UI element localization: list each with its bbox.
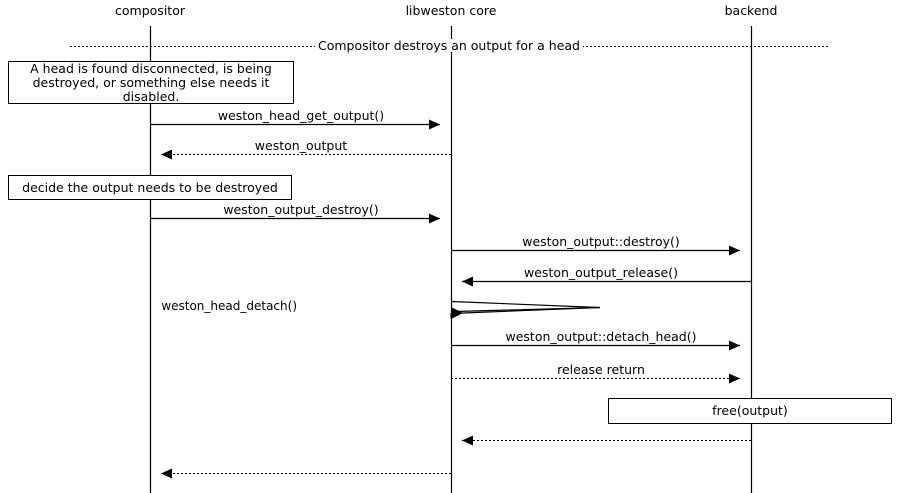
note-head-disconnected-text: A head is found disconnected, is being d…	[30, 60, 272, 104]
note-head-disconnected: A head is found disconnected, is being d…	[8, 61, 294, 104]
actor-label-compositor: compositor	[115, 3, 185, 18]
note-free-output-text: free(output)	[712, 403, 788, 418]
message-label-weston-output-detach-head: weston_output::detach_head()	[505, 329, 697, 344]
actor-label-backend: backend	[724, 3, 778, 18]
message-label-weston-output-release: weston_output_release()	[524, 265, 678, 280]
separator-label: Compositor destroys an output for a head	[315, 39, 583, 52]
message-label-weston-output-destroy-vfunc: weston_output::destroy()	[522, 234, 680, 249]
actor-label-libweston-core: libweston core	[405, 3, 497, 18]
message-label-weston-head-detach: weston_head_detach()	[161, 299, 297, 313]
note-decide-destroy: decide the output needs to be destroyed	[8, 175, 292, 200]
message-label-weston-head-get-output: weston_head_get_output()	[217, 108, 385, 123]
message-label-weston-output-destroy: weston_output_destroy()	[223, 202, 379, 217]
message-label-weston-output-return: weston_output	[254, 138, 348, 153]
note-decide-destroy-text: decide the output needs to be destroyed	[22, 179, 278, 195]
arrow-weston-head-detach-self	[450, 300, 601, 319]
message-label-release-return: release return	[557, 362, 645, 377]
note-free-output: free(output)	[608, 398, 892, 424]
